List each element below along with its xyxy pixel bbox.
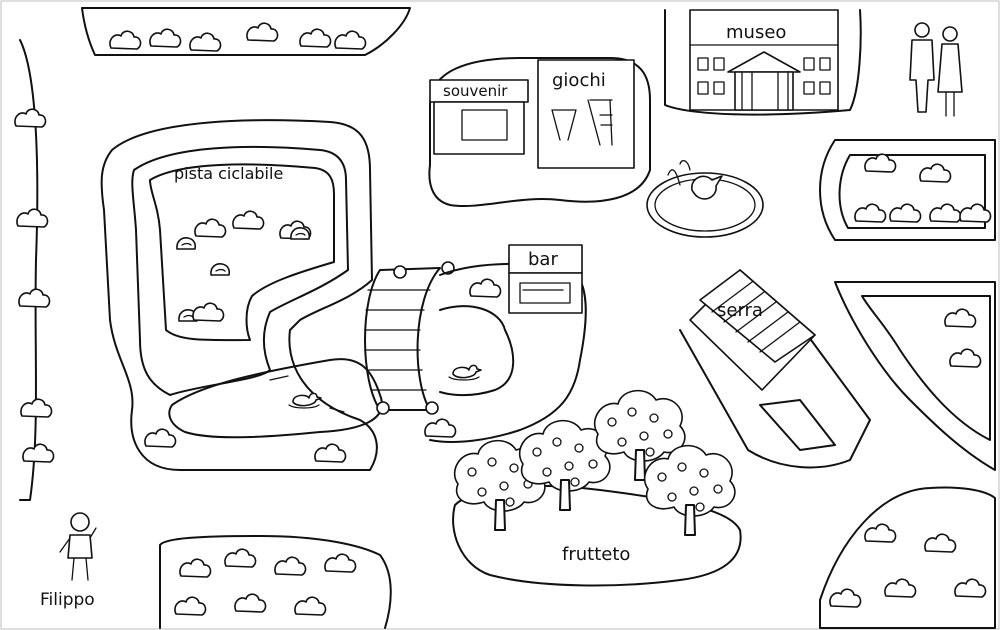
couple-figures bbox=[909, 22, 963, 117]
fountain bbox=[646, 159, 764, 238]
games-label: giochi bbox=[552, 70, 606, 91]
right-garden-bottom bbox=[819, 486, 996, 629]
greenhouse bbox=[679, 269, 871, 469]
right-garden-middle bbox=[834, 281, 996, 471]
souvenir-label: souvenir bbox=[443, 82, 508, 100]
orchard bbox=[452, 389, 742, 587]
shops-compound bbox=[428, 57, 651, 207]
greenhouse-label: serra bbox=[717, 300, 763, 321]
bottom-garden bbox=[159, 535, 392, 629]
filippo-figure bbox=[59, 512, 97, 581]
orchard-label: frutteto bbox=[562, 544, 631, 565]
top-garden bbox=[81, 7, 411, 56]
museum-label: museo bbox=[726, 22, 787, 43]
bike-path-label: pista ciclabile bbox=[174, 164, 284, 183]
filippo-label: Filippo bbox=[40, 590, 95, 610]
bike-path-area bbox=[100, 119, 383, 471]
bar-label: bar bbox=[528, 249, 558, 270]
left-garden bbox=[14, 39, 55, 501]
museum-building bbox=[664, 9, 862, 116]
right-garden-top bbox=[819, 139, 996, 241]
bridge bbox=[364, 261, 455, 415]
bar-building bbox=[508, 244, 583, 314]
